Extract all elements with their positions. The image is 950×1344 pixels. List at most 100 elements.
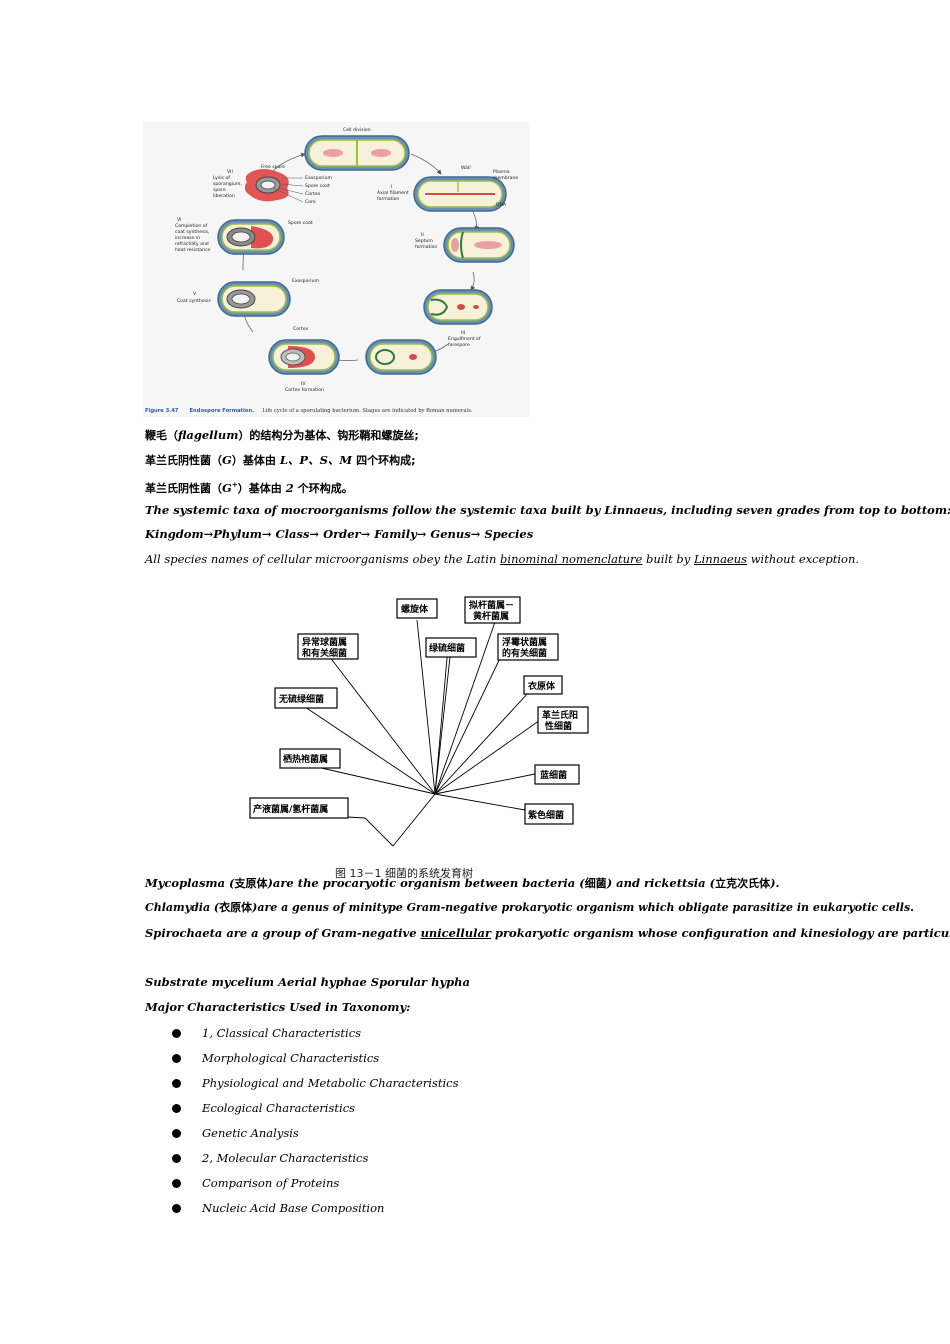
label-spore-coat-6: Spore coat	[288, 220, 313, 226]
endospore-cycle-diagram: Cell division Wall Plasma membrane DNA I…	[145, 127, 518, 416]
text-line-mycelium: Substrate mycelium Aerial hyphae Sporula…	[145, 975, 470, 989]
label-stage7-3: spore	[213, 187, 226, 193]
node-bacteroides: 拟杆菌属－ 黄杆菌属	[464, 596, 521, 624]
node-green-nonsulfur-label: 无硫绿细菌	[278, 693, 324, 705]
node-purple-bacteria: 紫色细菌	[524, 803, 574, 825]
list-item: Genetic Analysis	[168, 1123, 459, 1148]
list-item-text: 2, Molecular Characteristics	[202, 1151, 369, 1165]
list-item: Comparison of Proteins	[168, 1173, 459, 1198]
text-fragment: )are a genus of minitype Gram-negative p…	[252, 901, 914, 914]
list-item-text: Morphological Characteristics	[202, 1051, 380, 1065]
node-green-sulfur: 绿硫细菌	[425, 637, 477, 658]
node-gram-positive-label-2: 性细菌	[545, 720, 572, 732]
label-cell-division: Cell division	[343, 127, 371, 133]
text-line-chlamydia: Chlamydia (衣原体)are a genus of minitype G…	[145, 900, 914, 916]
node-aquifex: 产液菌属/氢杆菌属	[249, 797, 349, 819]
text-fragment: ）的结构分为基体、钩形鞘和螺旋丝;	[238, 429, 419, 442]
text-fragment: All species names of cellular microorgan…	[145, 552, 501, 566]
node-deinococcus-label-2: 和有关细菌	[301, 647, 347, 659]
node-spirochetes-label: 螺旋体	[401, 603, 429, 615]
list-item-text: Nucleic Acid Base Composition	[202, 1201, 385, 1215]
label-plasma-2: membrane	[493, 175, 518, 181]
label-plasma-1: Plasma	[493, 169, 510, 175]
text-fragment: )are the procaryotic organism between ba…	[267, 876, 585, 890]
text-line-taxonomy-grades: Kingdom→Phylum→ Class→ Order→ Family→ Ge…	[145, 527, 534, 541]
phylogenetic-tree-diagram: 螺旋体 拟杆菌属－ 黄杆菌属 异常球菌属 和有关细菌 绿硫细菌 浮霉状菌属 的有…	[249, 596, 589, 880]
text-fragment: without exception.	[747, 552, 860, 566]
figure1-caption: Figure 3.47 Endospore Formation. Life cy…	[145, 397, 473, 416]
label-dna: DNA	[496, 202, 507, 208]
list-item-text: Comparison of Proteins	[202, 1176, 340, 1190]
text-fragment: 细菌	[584, 877, 607, 890]
text-fragment: ).	[770, 876, 780, 890]
bullet-icon	[172, 1154, 181, 1163]
node-chlamydia-label: 衣原体	[528, 680, 556, 692]
label-stage5-1: Coat synthesis	[177, 298, 211, 304]
label-exosporium-5: Exosporium	[292, 278, 319, 284]
list-item: Ecological Characteristics	[168, 1098, 459, 1123]
bullet-icon	[172, 1179, 181, 1188]
label-stage6-5: heat resistance	[175, 247, 211, 253]
node-bacteroides-label-2: 黄杆菌属	[473, 610, 509, 622]
label-stage6-2: coat synthesis,	[175, 229, 210, 235]
endospore-formation-figure: Cell division Wall Plasma membrane DNA I…	[143, 122, 530, 417]
label-stage1-num: I	[391, 184, 392, 190]
text-fragment: L、P、S、M	[279, 453, 353, 467]
text-fragment: prokaryotic organism whose configuration…	[490, 926, 950, 940]
cycle-arrows	[240, 152, 480, 362]
stage-2-cell	[443, 227, 515, 263]
text-fragment: 立克次氏体	[715, 877, 771, 890]
label-stage4-1: Cortex formation	[285, 387, 324, 393]
label-stage6-3: increase in	[175, 235, 200, 241]
text-line-spirochaeta: Spirochaeta are a group of Gram-negative…	[145, 925, 950, 941]
label-stage2-num: II	[421, 232, 424, 238]
node-chlamydia: 衣原体	[523, 675, 563, 695]
bullet-icon	[172, 1129, 181, 1138]
text-line-flagellum: 鞭毛（flagellum）的结构分为基体、钩形鞘和螺旋丝;	[145, 427, 419, 444]
bullet-icon	[172, 1029, 181, 1038]
stage-6-cell	[217, 219, 285, 255]
list-item-text: 1, Classical Characteristics	[202, 1026, 362, 1040]
text-fragment: flagellum	[178, 428, 239, 442]
label-cortex: Cortex	[293, 326, 308, 332]
node-planctomyces-label-1: 浮霉状菌属	[502, 636, 547, 648]
node-planctomyces: 浮霉状菌属 的有关细菌	[497, 633, 559, 661]
label-free-spore: Free spore	[261, 164, 285, 170]
label-spore-coat-7: Spore coat	[305, 183, 330, 189]
label-stage1-1: Axial filament	[377, 190, 409, 196]
text-fragment: ）基体由	[231, 454, 276, 467]
stage-3a-cell	[423, 289, 493, 325]
label-exosporium-7: Exosporium	[305, 175, 332, 181]
list-item: 2, Molecular Characteristics	[168, 1148, 459, 1173]
text-fragment: built by	[642, 552, 694, 566]
characteristics-list: 1, Classical Characteristics Morphologic…	[168, 1023, 459, 1223]
label-stage6-num: VI	[177, 217, 182, 223]
list-item: Morphological Characteristics	[168, 1048, 459, 1073]
text-fragment: Mycoplasma (	[145, 876, 235, 890]
text-fragment: Chlamydia (	[145, 901, 220, 914]
figure1-caption-num: Figure 3.47	[145, 408, 179, 414]
node-cyanobacteria: 蓝细菌	[534, 764, 580, 785]
text-fragment: binominal nomenclature	[500, 552, 643, 566]
phylogenetic-tree-figure: 螺旋体 拟杆菌属－ 黄杆菌属 异常球菌属 和有关细菌 绿硫细菌 浮霉状菌属 的有…	[245, 592, 590, 882]
list-item-text: Ecological Characteristics	[202, 1101, 356, 1115]
text-fragment: 个环构成。	[297, 481, 353, 495]
stage-4-cell	[268, 339, 340, 375]
bullet-icon	[172, 1104, 181, 1113]
text-fragment: 衣原体	[219, 901, 253, 914]
label-stage5-num: V	[193, 291, 197, 297]
list-item: Physiological and Metabolic Characterist…	[168, 1073, 459, 1098]
text-fragment: 2	[285, 480, 294, 495]
node-deinococcus: 异常球菌属 和有关细菌	[297, 633, 359, 660]
list-item-text: Genetic Analysis	[202, 1126, 299, 1140]
text-line-binominal: All species names of cellular microorgan…	[145, 551, 859, 567]
node-spirochetes: 螺旋体	[396, 598, 438, 619]
node-aquifex-label: 产液菌属/氢杆菌属	[253, 803, 328, 815]
bullet-icon	[172, 1054, 181, 1063]
label-stage7-num: VII	[227, 169, 233, 175]
label-wall: Wall	[461, 165, 471, 171]
text-fragment: 革兰氏阴性菌（	[145, 481, 222, 495]
node-gram-positive-label-1: 革兰氏阳	[542, 709, 578, 721]
node-green-sulfur-label: 绿硫细菌	[429, 642, 465, 654]
figure1-caption-text: Life cycle of a sporulating bacterium. S…	[262, 408, 473, 414]
